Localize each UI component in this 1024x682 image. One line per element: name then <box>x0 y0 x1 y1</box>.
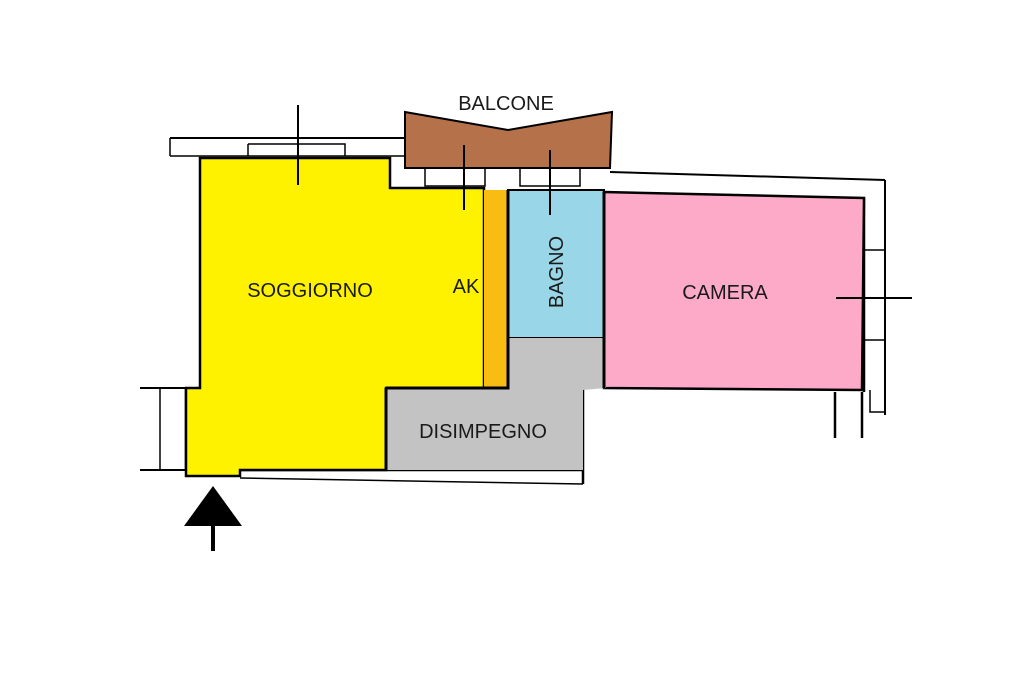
opening-marks <box>297 105 912 299</box>
label-ak: AK <box>453 276 480 298</box>
up-arrow-icon <box>184 486 242 551</box>
label-balcone: BALCONE <box>458 93 554 115</box>
inner-walls <box>384 190 606 470</box>
room-disimpegno <box>386 338 606 470</box>
label-disimpegno: DISIMPEGNO <box>419 421 547 443</box>
label-camera: CAMERA <box>682 282 768 304</box>
label-soggiorno: SOGGIORNO <box>247 280 373 302</box>
room-balcone <box>404 110 614 169</box>
room-ak <box>484 190 508 388</box>
label-bagno: BAGNO <box>546 236 568 308</box>
